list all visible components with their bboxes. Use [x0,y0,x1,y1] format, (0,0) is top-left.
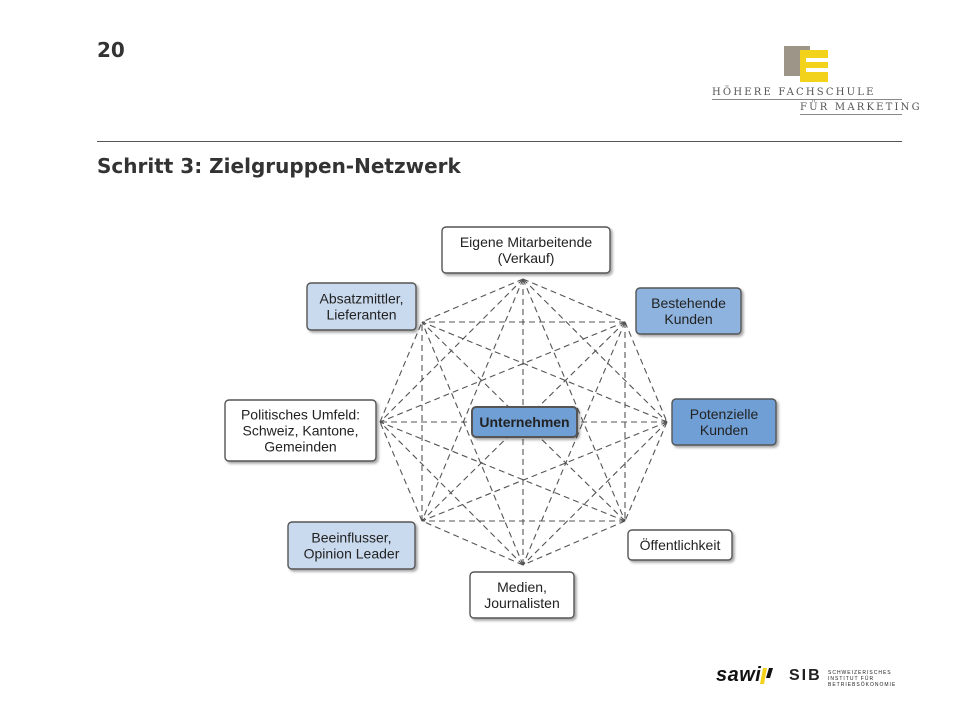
node-eigene-mitarbeitende: Eigene Mitarbeitende(Verkauf) [441,226,611,274]
node-bestehende-kunden-label-1: Kunden [664,311,712,327]
node-bestehende-kunden-label-0: Bestehende [651,295,726,311]
page-title: Schritt 3: Zielgruppen-Netzwerk [97,154,461,178]
header-divider [97,141,902,142]
node-absatzmittler-label-1: Lieferanten [326,307,396,323]
connector-eigene-mitarbeitende-bestehende-kunden [522,278,626,323]
connector-potenzielle-kunden-oeffentlichkeit [624,421,668,522]
connector-potenzielle-kunden-absatzmittler [421,321,668,423]
node-medien-journalisten: Medien,Journalisten [469,571,575,619]
connector-politisches-umfeld-absatzmittler [379,321,423,423]
node-center: Unternehmen [471,406,578,438]
node-potenzielle-kunden-box [671,398,777,446]
node-medien-journalisten-box [469,571,575,619]
node-beeinflusser-label-1: Opinion Leader [304,546,400,562]
node-politisches-umfeld-label-2: Gemeinden [264,439,336,455]
node-oeffentlichkeit: Öffentlichkeit [627,529,733,561]
node-politisches-umfeld: Politisches Umfeld:Schweiz, Kantone,Geme… [224,399,377,462]
node-absatzmittler-box [306,282,417,331]
node-center-box [471,406,578,438]
connector-eigene-mitarbeitende-absatzmittler [421,278,524,323]
node-bestehende-kunden-box [635,287,742,335]
node-oeffentlichkeit-box [627,529,733,561]
logo-bar-1 [806,58,828,62]
page-number: 20 [97,38,125,62]
node-politisches-umfeld-label-1: Schweiz, Kantone, [243,423,359,439]
connector-medien-journalisten-beeinflusser [421,520,524,566]
connector-potenzielle-kunden-medien-journalisten [522,421,668,566]
connector-bestehende-kunden-medien-journalisten [522,321,626,566]
logo-yellow-block [800,50,828,82]
node-politisches-umfeld-label-0: Politisches Umfeld: [241,407,360,423]
network-nodes: Eigene Mitarbeitende(Verkauf)BestehendeK… [224,226,777,619]
node-oeffentlichkeit-label-0: Öffentlichkeit [640,536,721,553]
node-potenzielle-kunden-label-1: Kunden [700,422,748,438]
connector-beeinflusser-politisches-umfeld [379,421,423,522]
connector-eigene-mitarbeitende-oeffentlichkeit [522,278,626,522]
node-beeinflusser-label-0: Beeinflusser, [311,530,391,546]
logo-bar-2 [806,68,828,72]
connector-oeffentlichkeit-medien-journalisten [522,520,626,566]
node-eigene-mitarbeitende-box [441,226,611,274]
connector-medien-journalisten-politisches-umfeld [379,421,524,566]
logo-rule-1 [712,99,902,100]
node-absatzmittler: Absatzmittler,Lieferanten [306,282,417,331]
connector-eigene-mitarbeitende-potenzielle-kunden [522,278,668,423]
node-beeinflusser: Beeinflusser,Opinion Leader [287,521,416,570]
node-potenzielle-kunden-label-0: Potenzielle [690,406,759,422]
sib-line-2: INSTITUT FÜR [828,676,875,682]
connector-bestehende-kunden-potenzielle-kunden [624,321,668,423]
node-center-label-0: Unternehmen [479,414,569,430]
logo-rule-2 [800,114,902,115]
connector-medien-journalisten-absatzmittler [421,321,524,566]
node-eigene-mitarbeitende-label-0: Eigene Mitarbeitende [460,234,593,250]
connector-oeffentlichkeit-politisches-umfeld [379,421,626,522]
sib-line-1: SCHWEIZERISCHES [828,670,892,676]
node-medien-journalisten-label-1: Journalisten [484,595,560,611]
node-beeinflusser-box [287,521,416,570]
node-medien-journalisten-label-0: Medien, [497,579,547,595]
node-politisches-umfeld-box [224,399,377,462]
school-logo-icon [784,46,828,82]
connector-eigene-mitarbeitende-beeinflusser [421,278,524,522]
logo-text-line2: FÜR MARKETING [800,102,922,113]
sib-logo-text: SIB [789,667,822,684]
node-absatzmittler-label-0: Absatzmittler, [319,291,403,307]
node-eigene-mitarbeitende-label-1: (Verkauf) [498,250,555,266]
sib-institute-name: SCHWEIZERISCHES INSTITUT FÜR BETRIEBSÖKO… [828,670,896,688]
sib-line-3: BETRIEBSÖKONOMIE [828,682,897,688]
sawi-logo-icon [760,668,773,684]
connector-bestehende-kunden-politisches-umfeld [379,321,626,423]
sawi-logo-text: sawi [716,664,762,686]
logo-text-line1: HÖHERE FACHSCHULE [712,87,876,98]
